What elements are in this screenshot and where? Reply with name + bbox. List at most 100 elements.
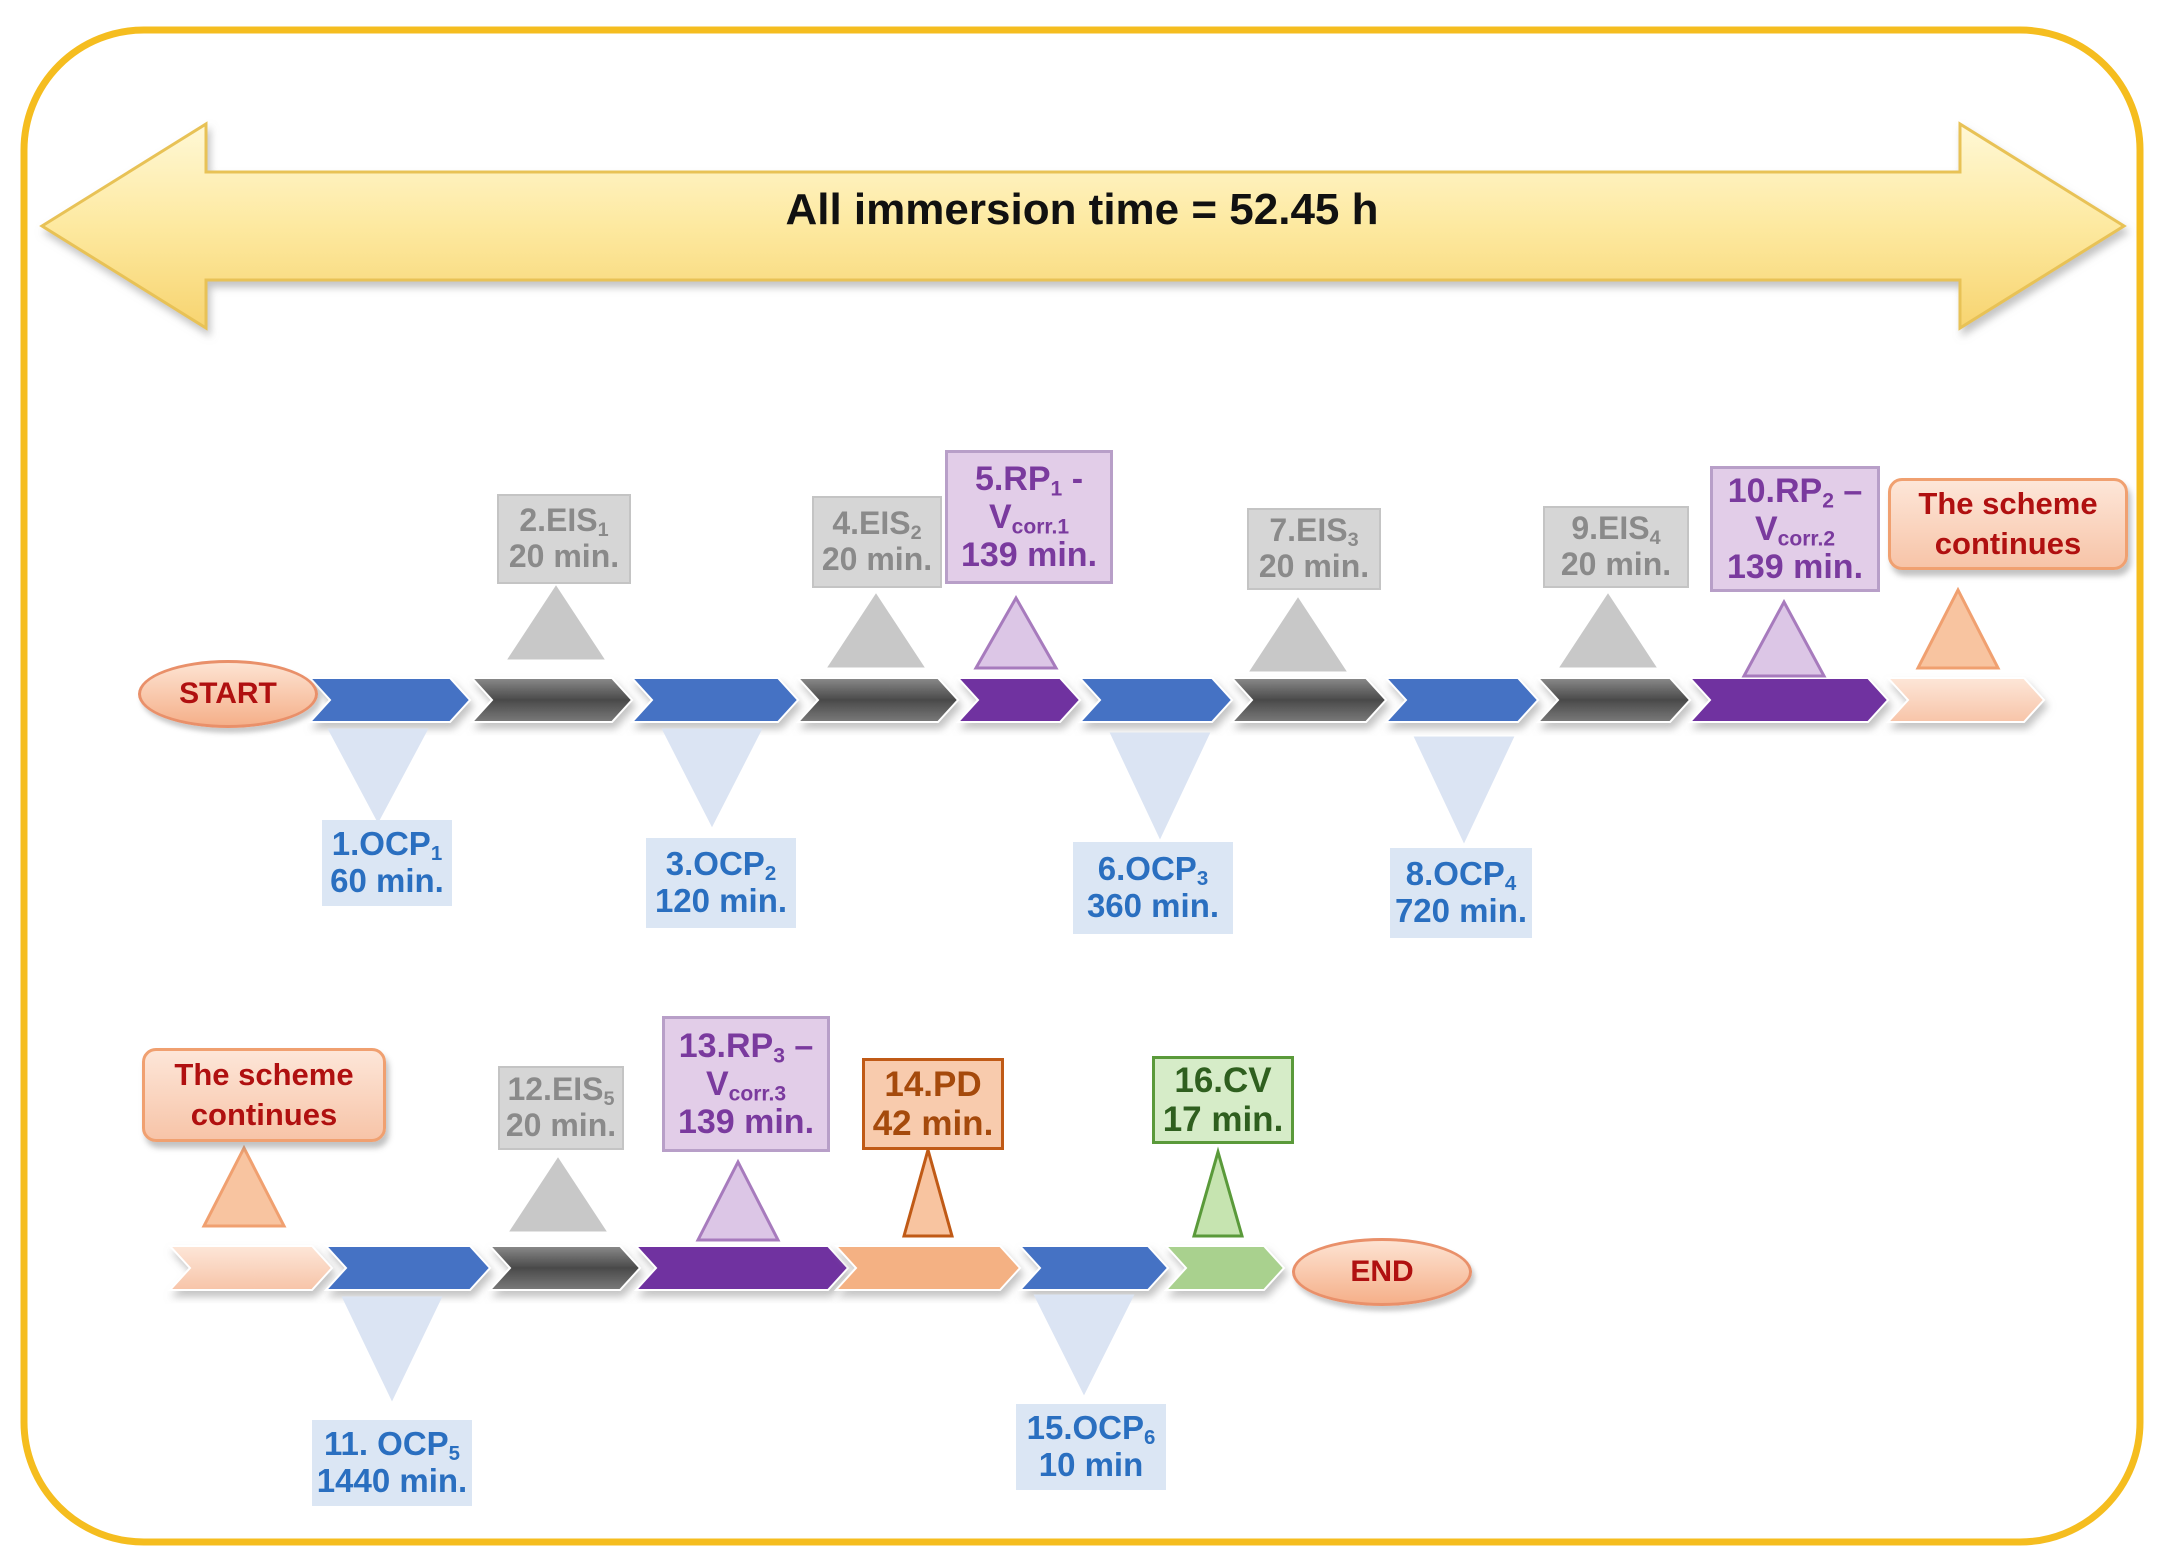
outer-frame: [20, 26, 2144, 1546]
triangle-ocp3: [661, 728, 763, 828]
step-duration: 139 min.: [677, 1103, 815, 1142]
step-name-prefix: 7.EIS: [1269, 512, 1348, 549]
true: [487, 1245, 642, 1291]
step-name-suffix: –: [1833, 471, 1863, 510]
triangle-ocp1: [327, 728, 429, 824]
step-duration: 139 min.: [960, 536, 1098, 575]
triangle-eis2: [507, 585, 605, 660]
triangle-rp10: [1741, 598, 1827, 678]
step-name-subscript: 2: [910, 522, 922, 545]
triangle-rp13: [695, 1158, 781, 1242]
step-name: 11. OCP5: [323, 1425, 461, 1466]
true: [629, 677, 800, 723]
corrosion-potential-label: Vcorr.2: [1754, 509, 1836, 551]
triangle-pd14: [902, 1144, 954, 1238]
true: [1383, 677, 1540, 723]
step-name-subscript: 2: [764, 862, 777, 886]
step-name-subscript: 1: [597, 519, 609, 542]
step-duration: 10 min: [1038, 1446, 1144, 1483]
step-name: 13.RP3 –: [679, 1026, 814, 1068]
triangle-cv16: [1192, 1146, 1244, 1238]
end-oval: END: [1292, 1238, 1472, 1306]
true: [1077, 677, 1234, 723]
step-duration: 20 min.: [1258, 548, 1370, 584]
step-duration: 720 min.: [1394, 892, 1528, 929]
step-name-prefix: 12.EIS: [507, 1071, 604, 1108]
scheme-continues-box-top: The scheme continues: [1888, 478, 2128, 570]
corrosion-potential-symbol: V: [1754, 509, 1778, 548]
step-name-subscript: 1: [1050, 477, 1063, 501]
step-name-subscript: 3: [1347, 529, 1359, 552]
step-name-subscript: 4: [1504, 872, 1517, 896]
true: [323, 1245, 492, 1291]
step-duration: 120 min.: [654, 882, 788, 919]
step-name: 3.OCP2: [666, 845, 777, 886]
true: [955, 677, 1082, 723]
step-name-prefix: 8.OCP: [1405, 855, 1505, 893]
step-name: 12.EIS5: [507, 1071, 614, 1109]
step-name: 9.EIS4: [1571, 510, 1661, 550]
step-duration: 17 min.: [1162, 1100, 1284, 1139]
triangle-eis7: [1249, 597, 1347, 672]
scheme-continues-box-bottom: The scheme continues: [142, 1048, 386, 1142]
step-name: 14.PD: [884, 1065, 981, 1104]
step-name-subscript: 5: [448, 1442, 461, 1466]
step-duration: 42 min.: [872, 1104, 994, 1143]
corrosion-potential-subscript: corr.1: [1011, 515, 1070, 539]
step-name-prefix: 1.OCP: [331, 825, 431, 863]
step-duration: 139 min.: [1726, 548, 1864, 587]
immersion-time-title: All immersion time = 52.45 h: [785, 185, 1379, 234]
true: [833, 1245, 1022, 1291]
corrosion-potential-symbol: V: [705, 1064, 729, 1103]
step-name: 2.EIS1: [519, 502, 609, 542]
true: [1017, 1245, 1170, 1291]
step-name-subscript: 3: [773, 1044, 785, 1068]
triangle-eis9: [1559, 593, 1657, 668]
step-name-suffix: –: [784, 1026, 814, 1065]
true: [469, 677, 634, 723]
step-duration: 360 min.: [1086, 887, 1220, 924]
step-name-prefix: 10.RP: [1727, 471, 1823, 510]
step-name: 4.EIS2: [832, 505, 922, 545]
step-name: 15.OCP6: [1026, 1409, 1156, 1450]
step-duration: 20 min.: [505, 1107, 617, 1143]
corrosion-potential-symbol: V: [988, 497, 1012, 536]
corrosion-potential-subscript: corr.3: [728, 1082, 787, 1106]
triangle-rp5: [973, 594, 1059, 670]
true: [633, 1245, 850, 1291]
step-name: 8.OCP4: [1405, 855, 1517, 896]
step-name: 6.OCP3: [1098, 850, 1208, 889]
immersion-time-double-arrow: [39, 121, 2127, 331]
step-duration: 60 min.: [330, 862, 444, 899]
step-name-suffix: -: [1062, 459, 1084, 498]
true: [1687, 677, 1890, 723]
step-name-prefix: 9.EIS: [1571, 510, 1650, 547]
step-name: 16.CV: [1174, 1061, 1271, 1100]
corrosion-potential-label: Vcorr.1: [988, 497, 1070, 539]
false: [167, 1245, 334, 1291]
step-name-subscript: 4: [1649, 527, 1661, 550]
step-name-subscript: 6: [1144, 1426, 1156, 1450]
step-name-prefix: 16.CV: [1174, 1060, 1272, 1100]
step-name: 10.RP2 –: [1727, 471, 1863, 511]
step-name-prefix: 11. OCP: [323, 1425, 449, 1463]
corrosion-potential-subscript: corr.2: [1777, 527, 1836, 551]
triangle-eis4: [827, 593, 925, 668]
triangle-continue-bottom: [201, 1144, 287, 1228]
triangle-continue-top: [1915, 586, 2001, 670]
step-duration: 20 min.: [1560, 546, 1672, 582]
step-name-prefix: 14.PD: [884, 1064, 982, 1104]
step-name-prefix: 15.OCP: [1026, 1409, 1144, 1447]
